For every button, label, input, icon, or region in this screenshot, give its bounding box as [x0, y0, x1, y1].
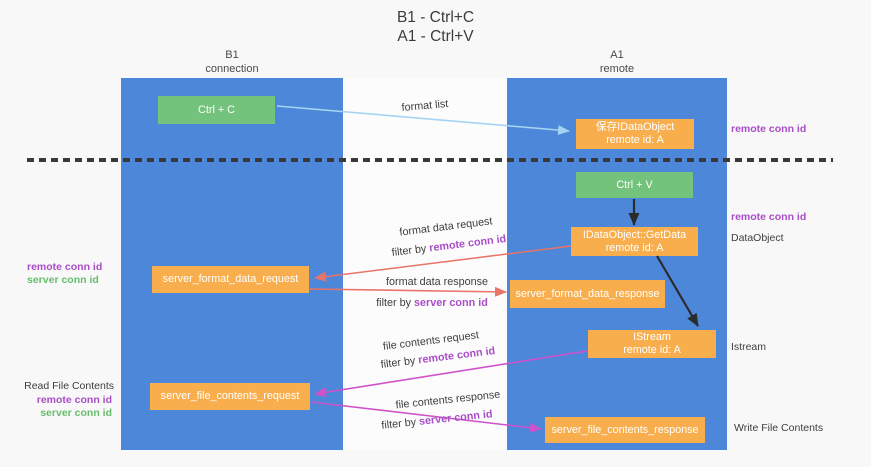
- left-server-conn-id-top: server conn id: [27, 274, 99, 286]
- node-server-file-contents-response: server_file_contents_response: [545, 417, 705, 443]
- left-label-read-file-contents: Read File Contents: [24, 380, 114, 392]
- arrow-getdata-to-istream: [656, 255, 699, 327]
- node-save-idataobject: 保存IDataObject remote id: A: [576, 119, 694, 149]
- node-istream-line2: remote id: A: [623, 344, 681, 356]
- right-label-write-file-contents: Write File Contents: [734, 422, 824, 434]
- arrow-format-data-request: [314, 245, 572, 282]
- node-idataobject-getdata: IDataObject::GetData remote id: A: [571, 227, 698, 256]
- node-server-format-data-response: server_format_data_response: [510, 280, 665, 308]
- node-server-format-data-request: server_format_data_request: [152, 266, 309, 293]
- node-sfdreq-label: server_format_data_request: [162, 273, 299, 285]
- right-label-remote-conn-id-mid: remote conn id: [731, 211, 807, 223]
- arrow-file-contents-request: [314, 350, 588, 398]
- node-save-idataobject-line2: remote id: A: [606, 134, 664, 146]
- lane-a1-name: A1: [610, 49, 624, 61]
- node-sfcres-label: server_file_contents_response: [551, 423, 699, 436]
- lane-header-a1: A1 remote: [507, 48, 727, 76]
- right-label-istream: Istream: [731, 341, 767, 353]
- filter-by-text: filter by: [376, 297, 411, 309]
- filter-by-text: filter by: [380, 416, 417, 432]
- node-getdata-line2: remote id: A: [605, 241, 664, 254]
- node-server-file-contents-request: server_file_contents_request: [150, 383, 310, 410]
- node-save-idataobject-line1: 保存IDataObject: [595, 121, 675, 133]
- node-sfcreq-label: server_file_contents_request: [160, 390, 300, 402]
- left-remote-conn-id-top: remote conn id: [27, 261, 103, 273]
- flow-label-filter-server-1: filter by server conn id: [362, 297, 502, 310]
- diagram-title: B1 - Ctrl+C A1 - Ctrl+V: [0, 8, 871, 46]
- lane-header-b1: B1 connection: [121, 48, 343, 76]
- lane-b1-role: connection: [205, 63, 259, 75]
- left-label-conn-ids-bottom: remote conn id server conn id: [0, 394, 112, 420]
- node-ctrl-v-label: Ctrl + V: [616, 178, 653, 191]
- right-label-remote-conn-id-top: remote conn id: [731, 123, 807, 135]
- node-istream: IStream remote id: A: [588, 330, 716, 358]
- dashed-divider: [27, 158, 833, 162]
- arrow-format-list: [276, 105, 570, 136]
- server-conn-id-text: server conn id: [414, 297, 488, 309]
- node-sfdres-label: server_format_data_response: [515, 287, 660, 300]
- title-line-2: A1 - Ctrl+V: [397, 28, 474, 45]
- lane-b1-name: B1: [225, 49, 239, 61]
- node-ctrl-c-label: Ctrl + C: [198, 103, 235, 116]
- left-label-conn-ids-top: remote conn id server conn id: [27, 261, 102, 287]
- title-line-1: B1 - Ctrl+C: [396, 9, 475, 26]
- arrow-file-contents-response: [310, 401, 542, 433]
- flow-label-format-data-response: format data response: [385, 276, 489, 288]
- right-label-dataobject: DataObject: [731, 232, 784, 244]
- lane-a1-role: remote: [599, 63, 635, 75]
- arrow-format-data-response: [309, 286, 507, 297]
- node-ctrl-c: Ctrl + C: [158, 96, 275, 124]
- node-istream-line1: IStream: [633, 331, 671, 343]
- left-remote-conn-id-bottom: remote conn id: [36, 394, 112, 406]
- left-server-conn-id-bottom: server conn id: [40, 407, 112, 419]
- node-getdata-line1: IDataObject::GetData: [582, 228, 687, 241]
- node-ctrl-v: Ctrl + V: [576, 172, 693, 198]
